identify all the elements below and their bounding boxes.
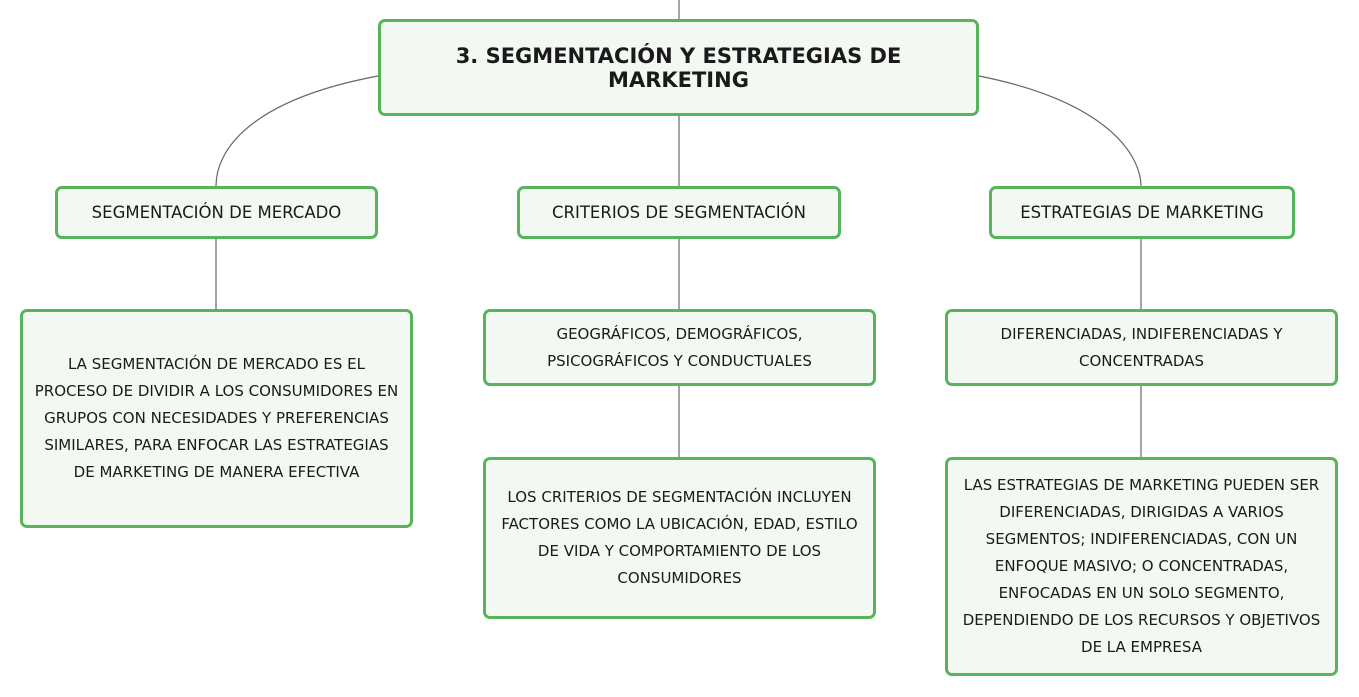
topic-segmentacion-de-mercado[interactable]: SEGMENTACIÓN DE MERCADO [55, 186, 378, 239]
subtopic-text: LA SEGMENTACIÓN DE MERCADO ES EL PROCESO… [34, 355, 399, 481]
subtopic-criterios-description[interactable]: LOS CRITERIOS DE SEGMENTACIÓN INCLUYEN F… [483, 457, 876, 619]
subtopic-text: LAS ESTRATEGIAS DE MARKETING PUEDEN SER … [962, 476, 1321, 656]
topic-criterios-de-segmentacion[interactable]: CRITERIOS DE SEGMENTACIÓN [517, 186, 841, 239]
subtopic-estrategias-types[interactable]: DIFERENCIADAS, INDIFERENCIADAS Y CONCENT… [945, 309, 1338, 386]
topic-label: ESTRATEGIAS DE MARKETING [1020, 203, 1264, 222]
root-topic-label: 3. SEGMENTACIÓN Y ESTRATEGIAS DE MARKETI… [455, 43, 902, 92]
subtopic-estrategias-description[interactable]: LAS ESTRATEGIAS DE MARKETING PUEDEN SER … [945, 457, 1338, 676]
topic-label: CRITERIOS DE SEGMENTACIÓN [552, 203, 806, 222]
subtopic-segmentacion-definition[interactable]: LA SEGMENTACIÓN DE MERCADO ES EL PROCESO… [20, 309, 413, 528]
topic-estrategias-de-marketing[interactable]: ESTRATEGIAS DE MARKETING [989, 186, 1295, 239]
subtopic-text: GEOGRÁFICOS, DEMOGRÁFICOS, PSICOGRÁFICOS… [547, 324, 812, 370]
subtopic-text: LOS CRITERIOS DE SEGMENTACIÓN INCLUYEN F… [501, 488, 858, 587]
subtopic-text: DIFERENCIADAS, INDIFERENCIADAS Y CONCENT… [1000, 324, 1283, 370]
connector-root-to-segmentacion [215, 75, 379, 187]
connector-root-to-estrategias [978, 75, 1142, 187]
root-topic[interactable]: 3. SEGMENTACIÓN Y ESTRATEGIAS DE MARKETI… [378, 19, 979, 116]
subtopic-criterios-types[interactable]: GEOGRÁFICOS, DEMOGRÁFICOS, PSICOGRÁFICOS… [483, 309, 876, 386]
topic-label: SEGMENTACIÓN DE MERCADO [91, 203, 342, 222]
